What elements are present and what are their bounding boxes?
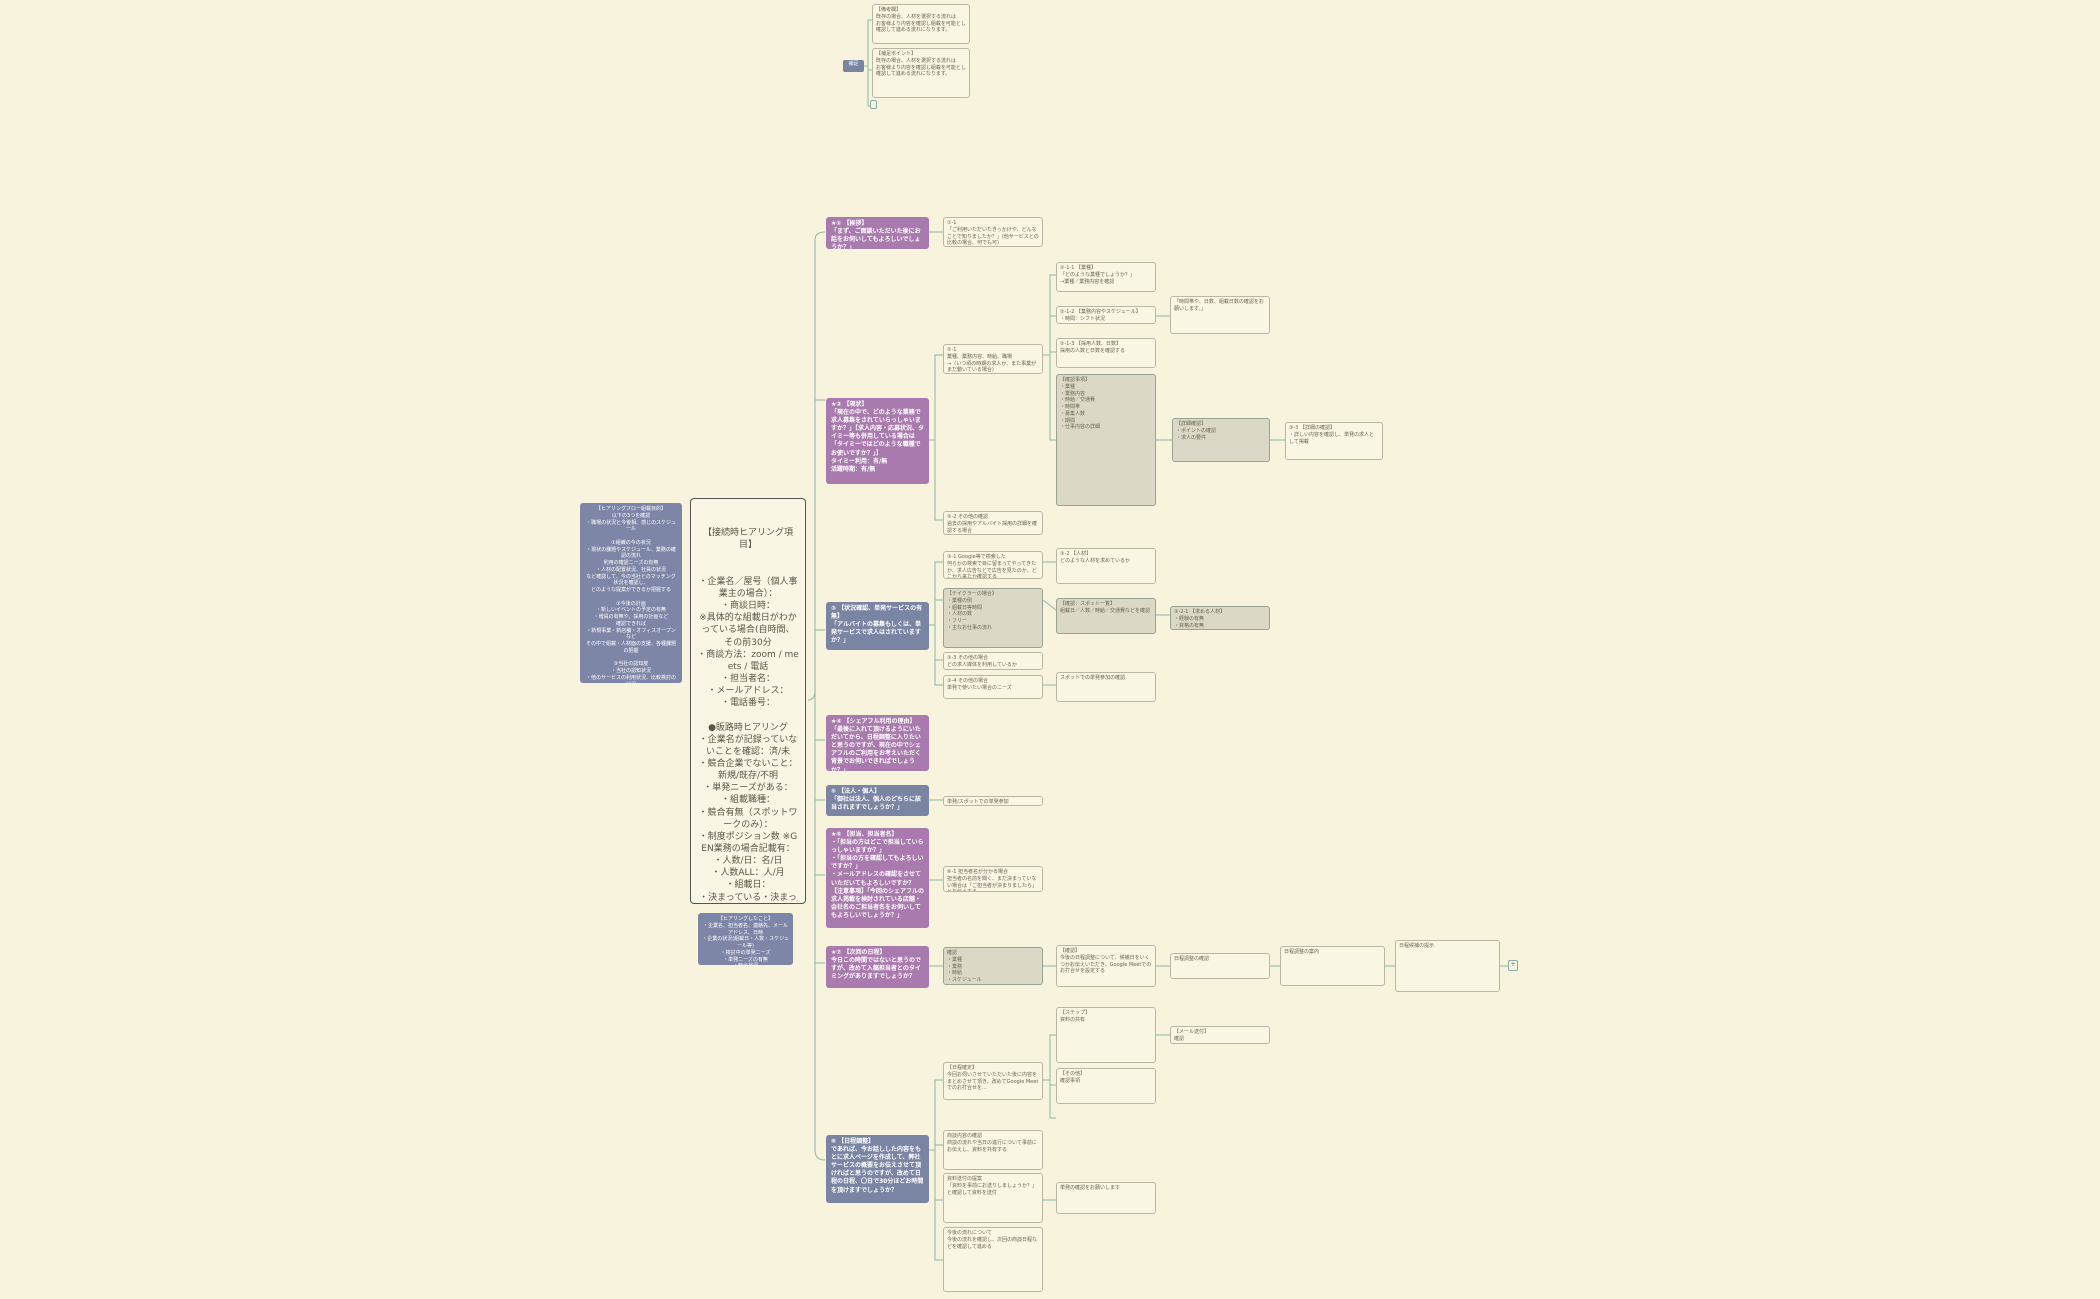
root-line: ・企業名が記録っていないことを確認：済/未 — [698, 734, 798, 757]
expand-knob[interactable]: + — [1508, 960, 1518, 971]
l3-node-7[interactable]: スポットでの単発参加の確認 — [1056, 672, 1156, 702]
root-title: 【接続時ヒアリング項目】 — [702, 528, 793, 551]
root-line: ・担当者名： — [720, 673, 775, 684]
l3-node-5[interactable]: ③-2 【人材】 どのような人材を求めているか — [1056, 548, 1156, 584]
root-line: ・商談日時： — [720, 601, 775, 612]
root-line: ・組載日： — [725, 880, 771, 891]
top-collapse-knob[interactable] — [870, 100, 877, 109]
root-line: ・メールアドレス： — [707, 686, 789, 697]
l2-node-10[interactable]: 確認 ・業種 ・業務 ・時給 ・スケジュール ・エリア — [943, 947, 1043, 985]
root-line: ・電話番号： — [720, 698, 775, 709]
root-line: ・決まっている・決まっていない — [699, 892, 797, 903]
l3-node-8[interactable]: 【確認】 今後の日程調整について、候補日をいくつかお伝えいただき、Google … — [1056, 945, 1156, 987]
root-line: ・人数/日：名/日 — [713, 856, 783, 867]
l2-node-11[interactable]: 【日程確定】 今回お伺いさせていただいた後に内容をまとめさせて頂き、改めてGoo… — [943, 1062, 1043, 1100]
l2-node-6[interactable]: ③-3 その他の場合 どの求人媒体を利用しているか — [943, 652, 1043, 670]
l2-node-13[interactable]: 資料送付の提案 「資料を事前にお送りしましょうか？」と確認して資料を送付 — [943, 1173, 1043, 1223]
l4-node-3[interactable]: ③-2-1 【求める人材】 ・経験の有無 ・資格の有無 — [1170, 606, 1270, 630]
l2-node-1[interactable]: ①-1 「ご利用いただいたきっかけや、どんなことで知りましたか？」(他サービスと… — [943, 217, 1043, 247]
l2-node-9[interactable]: ⑥-1 担当者名が分かる場合 担当者の名前を聞く、まだ決まっていない場合は「ご担… — [943, 866, 1043, 892]
root-line: ・企業名／屋号（個人事業主の場合）： — [698, 576, 798, 599]
root-line: ●販路時ヒアリング — [708, 722, 788, 733]
main-node-5[interactable]: ⑤ 【法人・個人】 「御社は法人、個人のどちらに該当されますでしょうか？」 — [826, 785, 929, 816]
l4-node-4[interactable]: 単発の確認をお願いします — [1056, 1182, 1156, 1214]
main-node-4[interactable]: ★④ 【シェアフル利用の理由】 「最後に入れて頂けるようにいただいてから、日程調… — [826, 715, 929, 771]
main-node-1[interactable]: ★① 【挨拶】 「まず、ご面談いただいた後にお話をお伺いしてもよろしいでしょうか… — [826, 217, 929, 249]
l3-node-6[interactable]: 【確認：スポット一覧】 組載日／人数／時給／交通費などを確認 — [1056, 598, 1156, 634]
l5-node-1[interactable]: ③-3 【詳細の確認】 ・詳しい内容を確認し、単発の求人として掲載 — [1285, 422, 1383, 460]
l3-node-2[interactable]: ②-1-2 【業務内容やスケジュール】 ・時間：シフト状況 — [1056, 306, 1156, 324]
top-tag[interactable]: 補足 — [843, 60, 864, 72]
root-line: ※具体的な組載日がわかっている場合(自時間、その前30分 — [699, 613, 797, 648]
l2-node-12[interactable]: 商談内容の確認 商談の流れや当日の進行について事前にお伝えし、資料を共有する — [943, 1130, 1043, 1170]
main-node-7[interactable]: ★⑦ 【次回の日程】 今日この時間ではないと思うのですが、改めて入稿担当者とのタ… — [826, 946, 929, 988]
root-node[interactable]: 【接続時ヒアリング項目】 ・企業名／屋号（個人事業主の場合）： ・商談日時：※具体… — [690, 498, 806, 904]
summary-box[interactable]: 【ヒアリングしたこと】 ・企業名、担当者名、連絡先、メールアドレス、日時 ・企業… — [698, 913, 793, 965]
info-box[interactable]: 【ヒアリングフロー組載目的】 以下の3つを確認 ・職場の状況と今後相、感じのスケ… — [580, 503, 682, 683]
root-line: ・制度ポジション数 ※GEN業務の場合記載有： — [698, 831, 798, 854]
root-line — [697, 709, 799, 721]
l2-node-4[interactable]: ③-1 Google等で検索した 何らかの検索で目に留まってやってきたか、求人広… — [943, 551, 1043, 579]
l2-node-8[interactable]: 単発/スポットでの単発参加 — [943, 796, 1043, 806]
l4-node-6[interactable]: 【メール送付】 確認 — [1170, 1026, 1270, 1044]
l3-node-3[interactable]: ②-1-3 【採用人数、日数】 採用の人数と日数を確認する — [1056, 338, 1156, 368]
root-line: ・組載職種： — [720, 795, 775, 806]
main-node-2[interactable]: ★② 【現状】 「現在の中で、どのような業務で求人募集をされていらっしゃいますか… — [826, 398, 929, 484]
root-line: ・人数ALL：人/月 — [711, 868, 785, 879]
main-node-3[interactable]: ③ 【状況確認、単発サービスの有無】 「アルバイトの募集もしくは、単発サービスで… — [826, 602, 929, 650]
l4-node-2[interactable]: 【詳細確認】 ・ポイントの確認 ・求人の要件 — [1172, 418, 1270, 462]
main-node-6[interactable]: ★⑥ 【担当、担当者名】 ・「担当の方はどこで担当していらっしゃいますか？」 ・… — [826, 828, 929, 928]
l5-node-2[interactable]: 日程調整の案内 — [1280, 946, 1385, 986]
l3-node-9[interactable]: 【ステップ】 資料の共有 — [1056, 1007, 1156, 1063]
top-note-2[interactable]: 【補足ポイント】 既存の場合、人材を選択する流れは お客様より内容を確認し組載を… — [872, 48, 970, 98]
l2-node-3[interactable]: ②-2 その他の確認 過去の採用やアルバイト採用の詳細を確認する場合 — [943, 511, 1043, 535]
l2-node-2[interactable]: ②-1 業種、業務内容、時給、職場 →（いつ頃の時期の求人か、また事業がまだ動い… — [943, 344, 1043, 374]
main-node-8[interactable]: ⑧ 【日程調整】 であれば、今お話しした内容をもとに求人ページを作成して、弊社サ… — [826, 1135, 929, 1203]
root-line: ・商談方法：zoom / meets / 電話 — [697, 649, 799, 672]
l3-node-1[interactable]: ②-1-1 【業種】 「どのような業種でしょうか？」 →業種／業務内容を確認 — [1056, 262, 1156, 292]
top-note-1[interactable]: 【備考欄】 既存の場合、人材を選択する流れは お客様より内容を確認し組載を可能と… — [872, 4, 970, 44]
root-line: ・競合有無（スポットワークのみ）： — [698, 807, 798, 830]
l3-node-10[interactable]: 【その他】 確認事項 — [1056, 1068, 1156, 1104]
root-lines: ・企業名／屋号（個人事業主の場合）： ・商談日時：※具体的な組載日がわかっている場… — [697, 576, 799, 903]
l2-node-14[interactable]: 今後の流れについて 今後の流れを確認し、次回の商談日程などを確認して進める — [943, 1227, 1043, 1292]
l5-node-3[interactable]: 日程候補の提示 — [1395, 940, 1500, 992]
l4-node-5[interactable]: 日程調整の確認 — [1170, 953, 1270, 979]
l3-node-4[interactable]: 【確認事項】 ・業種 ・業務内容 ・時給／交通費 ・時間帯 ・募集人数 ・期間 … — [1056, 374, 1156, 506]
l4-node-1[interactable]: 「時間帯や、日数、組載日数の確認をお願いします。」 — [1170, 296, 1270, 334]
root-line: ・単発ニーズがある： — [703, 783, 793, 794]
l2-node-5[interactable]: 【テイクラーの場合】 ・業種の例 ・組載日等時間 ・人材の数 ・フリー ・主なお… — [943, 588, 1043, 648]
root-line: ・競合企業でないこと：新規/既存/不明 — [698, 758, 798, 782]
l2-node-7[interactable]: ③-4 その他の場合 単発で使いたい場合のニーズ — [943, 675, 1043, 699]
